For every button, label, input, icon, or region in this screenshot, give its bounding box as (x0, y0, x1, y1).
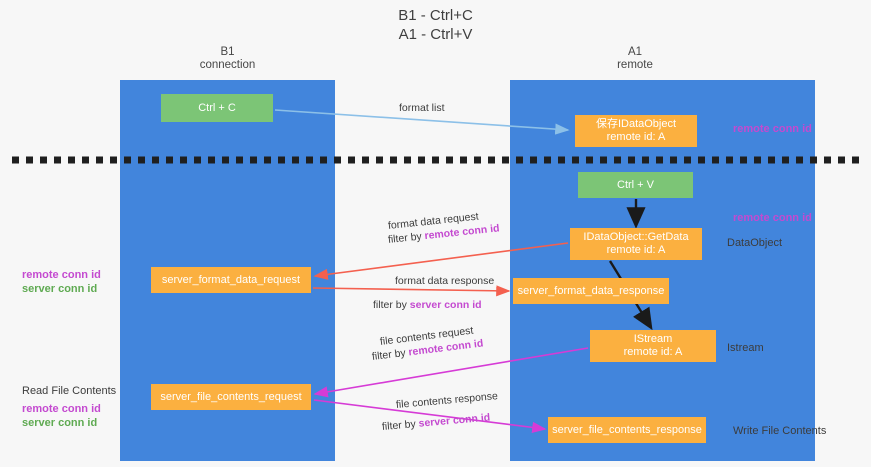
filter-key-server-conn-id-2: server conn id (418, 411, 491, 430)
title-line-2: A1 - Ctrl+V (398, 26, 473, 43)
node-istream-line2: remote id: A (623, 346, 683, 358)
node-ctrl-v-label: Ctrl + V (617, 178, 654, 191)
node-sfcres-label: server_file_contents_response (552, 423, 702, 436)
arrow-format-data-response (312, 285, 511, 297)
edge-label-format-data-response: format data response (395, 275, 495, 287)
diagram-title: B1 - Ctrl+C A1 - Ctrl+V (0, 6, 871, 44)
node-getdata-line2: remote id: A (606, 244, 666, 256)
lane-a1-name: A1 (627, 46, 643, 58)
node-ctrl-c-label: Ctrl + C (198, 101, 236, 114)
annotation-remote-conn-id-mid: remote conn id (733, 212, 812, 224)
edge-label-format-list: format list (399, 102, 445, 114)
node-idataobject[interactable]: 保存IDataObject remote id: A (575, 115, 697, 147)
lane-b1-name: B1 (220, 46, 235, 58)
annotation-write-file-contents: Write File Contents (733, 425, 827, 437)
edge-label-file-contents-response: file contents response (395, 390, 499, 411)
lane-header-b1: B1 connection (150, 46, 305, 72)
node-server-format-data-request[interactable]: server_format_data_request (151, 267, 311, 293)
annotation-dataobject: DataObject (727, 237, 783, 249)
node-sfcreq-label: server_file_contents_request (160, 390, 302, 403)
annotation-remote-conn-id-top: remote conn id (733, 123, 812, 135)
node-idataobject-getdata[interactable]: IDataObject::GetData remote id: A (570, 228, 702, 260)
node-sfdres-label: server_format_data_response (517, 284, 665, 297)
title-line-1: B1 - Ctrl+C (398, 7, 473, 24)
node-server-file-contents-request[interactable]: server_file_contents_request (151, 384, 311, 410)
node-ctrl-v[interactable]: Ctrl + V (578, 172, 693, 198)
annotation-left-server-conn-id-2: server conn id (22, 417, 98, 429)
annotation-left-remote-conn-id-1: remote conn id (22, 269, 101, 281)
node-getdata-line1: IDataObject::GetData (583, 231, 689, 243)
node-istream-line1: IStream (633, 333, 673, 345)
node-istream[interactable]: IStream remote id: A (590, 330, 716, 362)
lane-b1-sub: connection (199, 59, 256, 71)
node-server-file-contents-response[interactable]: server_file_contents_response (548, 417, 706, 443)
node-ctrl-c[interactable]: Ctrl + C (161, 94, 273, 122)
node-sfdreq-label: server_format_data_request (161, 273, 301, 286)
annotation-left-server-conn-id-1: server conn id (22, 283, 98, 295)
annotation-read-file-contents: Read File Contents (22, 385, 117, 397)
lane-header-a1: A1 remote (545, 46, 725, 72)
edge-label-format-data-response-filter: filter by server conn id (373, 299, 482, 311)
annotation-istream: Istream (727, 342, 764, 354)
node-server-format-data-response[interactable]: server_format_data_response (513, 278, 669, 304)
annotation-left-remote-conn-id-2: remote conn id (22, 403, 101, 415)
lane-a1-sub: remote (617, 59, 653, 71)
filter-key-server-conn-id: server conn id (409, 299, 482, 311)
edge-label-file-contents-response-filter: filter by server conn id (381, 411, 491, 433)
node-idataobject-line1: 保存IDataObject (595, 118, 677, 130)
node-idataobject-line2: remote id: A (606, 131, 666, 143)
